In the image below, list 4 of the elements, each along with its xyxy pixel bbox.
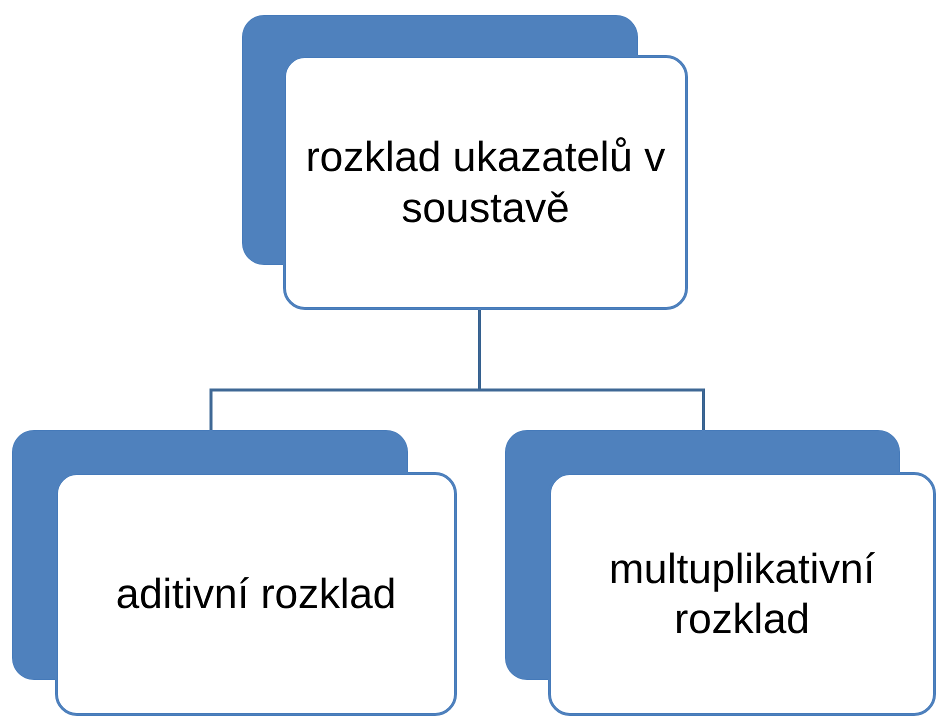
node-text: aditivní rozklad [114, 568, 398, 619]
node-text: rozklad ukazatelů v soustavě [304, 132, 666, 232]
node-text: multuplikativní rozklad [608, 544, 876, 644]
connector-line [478, 310, 705, 430]
